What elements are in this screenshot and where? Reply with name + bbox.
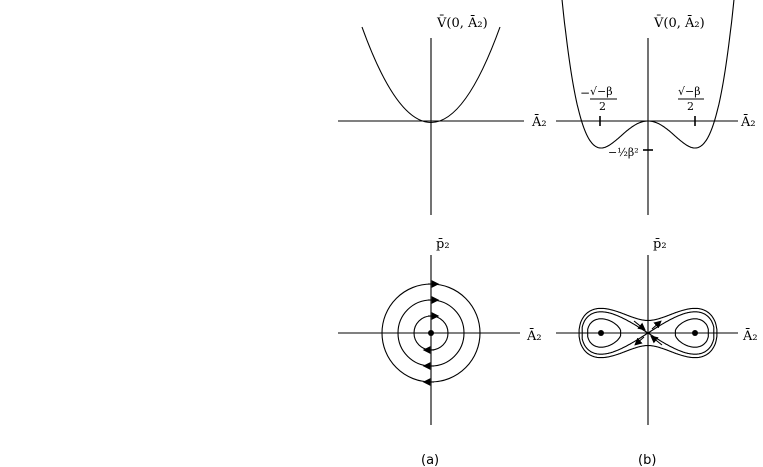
panel-b-orbit-outer bbox=[578, 307, 718, 359]
panel-b-orbit-right-well bbox=[674, 318, 709, 348]
panel-a-phase-portrait: p̄₂ Ā₂ bbox=[338, 237, 542, 425]
panel-a-phase-x-label: Ā₂ bbox=[526, 328, 542, 344]
panel-b-right-min-denominator: 2 bbox=[687, 100, 694, 113]
panel-a-potential-label: V̄(0, Ā₂) bbox=[436, 15, 488, 31]
panel-a-x-axis-label: Ā₂ bbox=[531, 114, 547, 130]
panel-b-depth-label: −½β² bbox=[608, 146, 639, 159]
panel-b-separatrix bbox=[581, 311, 715, 355]
panel-a-parabola bbox=[361, 26, 501, 124]
caption-b: (b) bbox=[638, 453, 656, 467]
panel-b-phase-y-label: p̄₂ bbox=[653, 237, 667, 252]
panel-b-left-min-sign: − bbox=[580, 86, 590, 100]
panel-b-phase-x-label: Ā₂ bbox=[742, 328, 758, 344]
panel-b-left-min-label: − √−β 2 bbox=[580, 85, 617, 113]
panel-b-phase-portrait: p̄₂ Ā₂ bbox=[556, 237, 758, 425]
panel-a-phase-y-label: p̄₂ bbox=[436, 237, 450, 252]
panel-b-orbit-left-well bbox=[587, 318, 622, 348]
panel-b-right-min-label: √−β 2 bbox=[678, 85, 704, 113]
panel-b-potential-label: V̄(0, Ā₂) bbox=[653, 15, 705, 31]
panel-b-right-min-numerator: √−β bbox=[678, 85, 701, 98]
panel-b-arrow-out-bottom-left bbox=[634, 336, 645, 346]
panel-b-right-center-point bbox=[692, 330, 698, 336]
panel-a-center-fixed-point bbox=[428, 330, 434, 336]
panel-b-left-min-denominator: 2 bbox=[599, 100, 606, 113]
panel-b-double-well-curve bbox=[561, 0, 735, 149]
caption-a: (a) bbox=[421, 453, 439, 467]
panel-b-potential: − √−β 2 √−β 2 −½β² V̄(0, Ā₂) Ā₂ bbox=[556, 0, 756, 215]
panel-b-arrow-in-top-left bbox=[633, 320, 646, 331]
panel-b-arrow-in-bottom-right bbox=[650, 335, 663, 346]
panel-b-x-axis-label: Ā₂ bbox=[740, 114, 756, 130]
panel-b-arrow-out-top-right bbox=[651, 320, 662, 330]
panel-a-potential: V̄(0, Ā₂) Ā₂ bbox=[338, 15, 547, 215]
panel-b-left-min-numerator: √−β bbox=[590, 85, 613, 98]
panel-b-left-center-point bbox=[598, 330, 604, 336]
